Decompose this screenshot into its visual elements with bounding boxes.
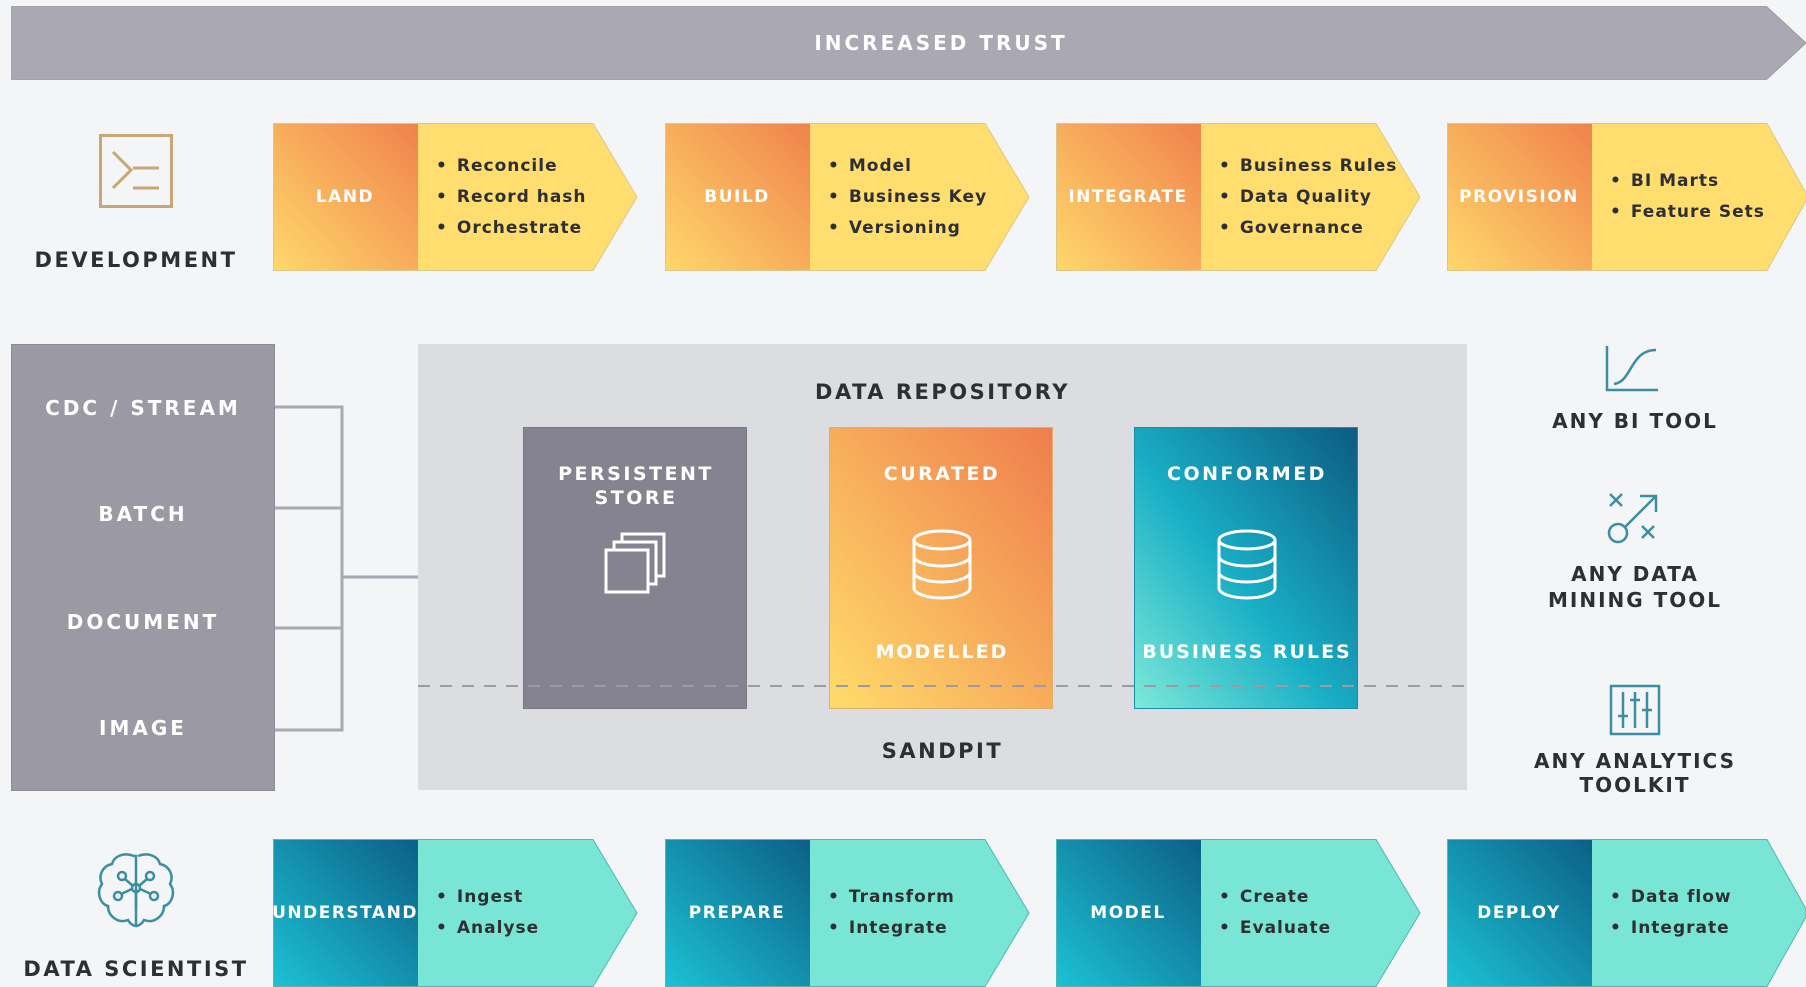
- data-scientist-label: DATA SCIENTIST: [23, 957, 249, 981]
- data-repository-title: DATA REPOSITORY: [815, 380, 1070, 404]
- tool-mining-label: ANY DATA: [1571, 562, 1699, 586]
- stage-item: Analyse: [436, 913, 539, 944]
- strategy-play-icon: [1607, 493, 1658, 544]
- stage-item: BI Marts: [1610, 166, 1765, 197]
- source-image: IMAGE: [99, 716, 187, 740]
- stage-provision: PROVISION BI Marts Feature Sets: [1447, 123, 1806, 271]
- stage-prepare: PREPARE Transform Integrate: [665, 839, 1030, 987]
- database-icon: [1217, 529, 1277, 600]
- sandpit-label: SANDPIT: [881, 739, 1004, 763]
- tool-analytics-label-line2: TOOLKIT: [1579, 773, 1691, 797]
- stage-item: Integrate: [1610, 913, 1732, 944]
- stage-item: Integrate: [828, 913, 955, 944]
- terminal-prompt-icon: [99, 134, 173, 208]
- increased-trust-banner: INCREASED TRUST: [11, 6, 1806, 80]
- stage-item: Data flow: [1610, 882, 1732, 913]
- stage-name: PROVISION: [1459, 187, 1579, 207]
- store-subtitle: BUSINESS RULES: [1142, 641, 1352, 663]
- stage-understand: UNDERSTAND Ingest Analyse: [272, 839, 638, 987]
- sources-panel: [11, 344, 275, 791]
- source-batch: BATCH: [98, 502, 188, 526]
- stage-item: Versioning: [828, 213, 987, 244]
- stage-item: Reconcile: [436, 151, 587, 182]
- database-icon: [912, 529, 972, 600]
- stage-land: LAND Reconcile Record hash Orchestrate: [273, 123, 638, 271]
- source-document: DOCUMENT: [66, 610, 220, 634]
- brain-icon: [97, 853, 175, 928]
- conformed-card: CONFORMED BUSINESS RULES: [1134, 427, 1358, 709]
- stage-name: MODEL: [1090, 903, 1166, 923]
- stage-name: BUILD: [704, 187, 770, 207]
- stage-item: Transform: [828, 882, 955, 913]
- stage-build: BUILD Model Business Key Versioning: [665, 123, 1030, 271]
- tool-mining-label-line2: MINING TOOL: [1547, 588, 1723, 612]
- stage-item: Model: [828, 151, 987, 182]
- stage-item: Record hash: [436, 182, 587, 213]
- stage-item: Create: [1219, 882, 1331, 913]
- stacked-layers-icon: [604, 532, 666, 594]
- stage-item: Business Key: [828, 182, 987, 213]
- stage-item: Ingest: [436, 882, 539, 913]
- stage-item: Business Rules: [1219, 151, 1397, 182]
- tool-bi-label: ANY BI TOOL: [1552, 409, 1718, 433]
- stage-item: Evaluate: [1219, 913, 1331, 944]
- stage-name: DEPLOY: [1477, 903, 1561, 923]
- store-title-line2: STORE: [594, 487, 678, 509]
- persistent-store-card: PERSISTENT STORE: [523, 427, 747, 709]
- development-label: DEVELOPMENT: [34, 248, 238, 272]
- stage-item: Data Quality: [1219, 182, 1397, 213]
- sandpit-divider: [418, 685, 1467, 687]
- tool-analytics-label: ANY ANALYTICS: [1533, 749, 1736, 773]
- curated-card: CURATED MODELLED: [829, 427, 1053, 709]
- source-cdc-stream: CDC / STREAM: [45, 396, 241, 420]
- store-title: CONFORMED: [1167, 463, 1327, 485]
- stage-name: PREPARE: [688, 903, 786, 923]
- stage-model: MODEL Create Evaluate: [1056, 839, 1421, 987]
- stage-item: Orchestrate: [436, 213, 587, 244]
- store-title: CURATED: [883, 463, 1001, 485]
- banner-label: INCREASED TRUST: [814, 31, 1068, 55]
- stage-name: LAND: [315, 187, 375, 207]
- sliders-icon: [1609, 684, 1661, 736]
- store-title: PERSISTENT: [558, 463, 714, 485]
- stage-item: Governance: [1219, 213, 1397, 244]
- line-chart-icon: [1605, 346, 1658, 392]
- stage-integrate: INTEGRATE Business Rules Data Quality Go…: [1056, 123, 1421, 271]
- store-subtitle: MODELLED: [875, 641, 1009, 663]
- stage-item: Feature Sets: [1610, 197, 1765, 228]
- stage-name: INTEGRATE: [1068, 187, 1188, 207]
- stage-deploy: DEPLOY Data flow Integrate: [1447, 839, 1806, 987]
- stage-name: UNDERSTAND: [272, 903, 418, 923]
